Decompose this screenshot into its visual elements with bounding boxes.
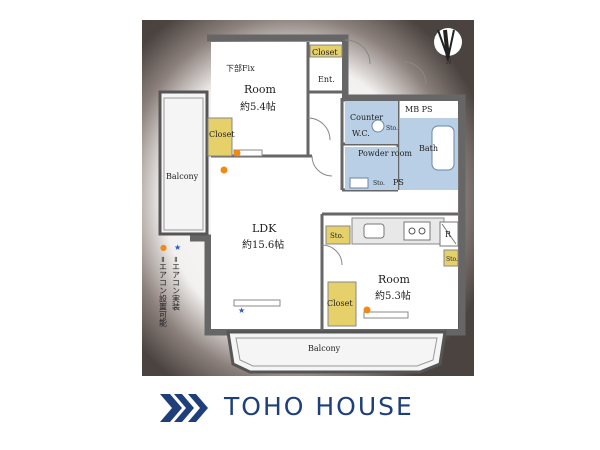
ac-markers: ★ xyxy=(220,149,371,315)
sto-label-room2: Sto. xyxy=(446,256,458,263)
wet-areas xyxy=(345,101,458,190)
ac-legend: ● ★ =エアコン実装 =エアコン設置可能 xyxy=(159,243,182,328)
legend-installed-mark: ★ xyxy=(174,243,181,252)
brand-mark-icon xyxy=(160,394,208,422)
sto-label-wc: Sto. xyxy=(386,125,398,132)
sto-label-ldk: Sto. xyxy=(330,232,344,240)
room2-size: 約5.3帖 xyxy=(375,289,411,302)
sto-label-powder: Sto. xyxy=(373,180,385,187)
counter-label: Counter xyxy=(350,113,383,122)
room2-title: Room xyxy=(378,273,411,286)
brand-logo: TOHO HOUSE xyxy=(158,386,414,426)
ac-possible-dot-room1 xyxy=(233,149,241,157)
room1-title: Room xyxy=(244,83,277,96)
left-balcony xyxy=(158,90,209,236)
ldk-title: LDK xyxy=(252,222,277,235)
ldk-size: 約15.6帖 xyxy=(242,238,284,251)
north-compass: N xyxy=(434,28,462,66)
fix-window-label: 下部Fix xyxy=(226,63,255,73)
kitchen-counter xyxy=(351,217,459,247)
balcony-label-bottom: Balcony xyxy=(308,344,341,353)
closet-label-top: Closet xyxy=(312,48,338,57)
door-swings xyxy=(307,39,427,266)
room1-size: 約5.4帖 xyxy=(240,100,276,113)
r-label: R xyxy=(445,230,452,239)
closet-label-room2: Closet xyxy=(327,299,353,308)
fixture-labels: 下部Fix Closet Ent. MB PS Counter W.C. Sto… xyxy=(166,48,458,353)
closet-label-left: Closet xyxy=(209,130,235,139)
powder-room-label: Powder room xyxy=(358,149,412,158)
window-fixtures xyxy=(233,149,409,319)
wc-label: W.C. xyxy=(352,129,370,138)
legend-possible-mark: ● xyxy=(160,243,167,252)
balcony-label-left: Balcony xyxy=(166,172,199,181)
legend-installed-text: =エアコン実装 xyxy=(172,256,181,312)
room-labels: Room 約5.4帖 LDK 約15.6帖 Room 約5.3帖 xyxy=(240,83,411,302)
entrance-label: Ent. xyxy=(318,75,335,84)
ps-label: PS xyxy=(393,178,404,187)
mb-ps-label: MB PS xyxy=(405,105,432,114)
bath-label: Bath xyxy=(419,144,438,153)
brand-name: TOHO HOUSE xyxy=(224,391,414,421)
ac-possible-dot-ldk xyxy=(220,166,228,174)
legend-possible-text: =エアコン設置可能 xyxy=(159,256,168,328)
compass-north-label: N xyxy=(446,59,451,66)
ac-possible-dot-room2 xyxy=(363,306,371,314)
outer-walls xyxy=(190,34,466,336)
ac-installed-star-ldk: ★ xyxy=(238,306,245,315)
bottom-balcony xyxy=(226,330,447,374)
